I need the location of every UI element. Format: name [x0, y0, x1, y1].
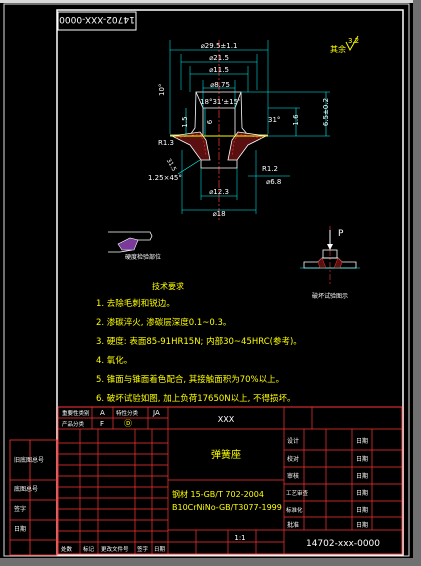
- part-name: 弹簧座: [211, 448, 241, 461]
- detail-outline: [108, 231, 153, 253]
- drawing-number: 14702-xxx-0000: [306, 539, 380, 549]
- row2-label-product: 产品分类: [62, 420, 85, 428]
- tech-item-2: 2. 渗碳淬火, 渗碳层深度0.1~0.3。: [96, 317, 231, 328]
- dim-outer-diameter: ⌀29.5±1.1: [201, 42, 238, 50]
- bottom-scrollbar[interactable]: [0, 558, 421, 566]
- bottom-label-change-doc: 更改文件号: [101, 545, 129, 553]
- company-name: XXX: [218, 415, 235, 424]
- top-number-box: [57, 11, 137, 31]
- left-margin-table: 旧底图总号 底图总号 签字 日期: [9, 439, 58, 556]
- left-label-date: 日期: [14, 525, 26, 533]
- tech-item-4: 4. 氧化。: [96, 355, 132, 366]
- dimension-lines: [170, 49, 327, 211]
- tech-item-5: 5. 锥面与锥面着色配合, 其接触面积为70%以上。: [96, 374, 284, 385]
- dim-radius-left: R1.3: [158, 139, 174, 147]
- right-label-standard: 标准化: [286, 506, 303, 514]
- section-right-body: [227, 131, 268, 161]
- dim-height-total: 6.5±0.2: [322, 98, 330, 126]
- dim-hole-diameter: ⌀8.75: [210, 81, 230, 89]
- dim-cone-angle: 18°31'±15': [200, 98, 240, 106]
- left-label-base: 底图总号: [14, 485, 38, 493]
- roughness-value: 3.2: [348, 37, 359, 45]
- right-label-design: 设计: [287, 437, 299, 445]
- dim-height-left: 1.5: [181, 116, 189, 127]
- sheet-inner-border: [56, 9, 404, 556]
- extension-lines: [169, 40, 330, 214]
- date-label-4: 日期: [356, 489, 368, 497]
- force-arrow-icon: [327, 244, 333, 250]
- row1-value-characteristic: JA: [152, 409, 160, 417]
- right-scrollbar[interactable]: [413, 0, 421, 566]
- dim-flange-diameter: ⌀21.5: [209, 54, 229, 62]
- roughness-icon: [345, 35, 359, 52]
- dim-bore-diameter: ⌀11.5: [209, 66, 229, 74]
- tech-item-3: 3. 硬度: 表面85-91HR15N; 内部30~45HRC(参考)。: [96, 336, 302, 347]
- left-label-old-base: 旧底图总号: [14, 456, 44, 464]
- dim-base-diameter: ⌀18: [212, 210, 225, 218]
- right-label-approve: 批准: [287, 521, 299, 529]
- sheet-outer-border: [3, 3, 410, 557]
- scale-value: 1:1: [234, 534, 245, 542]
- date-label-6: 日期: [356, 521, 368, 529]
- test-view-label: 破坏试验图示: [312, 292, 348, 300]
- date-label-5: 日期: [356, 506, 368, 514]
- section-left-body: [170, 131, 211, 161]
- left-label-sign: 签字: [14, 505, 26, 513]
- tech-item-6: 6. 破坏试验如图, 加上负荷17650N以上, 不得损坏。: [96, 393, 296, 404]
- main-section-view: ⌀29.5±1.1 ⌀21.5 ⌀11.5 ⌀8.75 18°31'±15' 1…: [148, 40, 330, 222]
- row2-value-product: F: [100, 420, 104, 428]
- date-label-2: 日期: [356, 455, 368, 463]
- tech-title: 技术要求: [152, 281, 184, 291]
- top-edge: [0, 0, 421, 3]
- title-block-frame: [57, 406, 403, 555]
- detail-hatch: [117, 237, 139, 251]
- row1-label-characteristic: 特性分类: [116, 409, 139, 417]
- row1-label-importance: 重要性类别: [62, 409, 90, 417]
- dim-angle-31: 31°: [268, 116, 280, 124]
- date-label-3: 日期: [356, 472, 368, 480]
- material-line-2: B10CrNiNo-GB/T3077-1999: [172, 503, 282, 512]
- bottom-label-date: 日期: [154, 546, 166, 553]
- tech-item-1: 1. 去除毛刺和锐边。: [96, 298, 175, 309]
- bottom-label-count: 处数: [61, 545, 73, 553]
- left-table-frame: [9, 439, 58, 556]
- title-block: 重要性类别 A 特性分类 JA 产品分类 F Ⓓ XXX 弹簧座 钢材 15-G…: [57, 406, 403, 555]
- dim-bottom-diameter: ⌀12.3: [209, 188, 229, 196]
- bottom-label-sign: 签字: [137, 545, 149, 553]
- technical-requirements: 技术要求 1. 去除毛刺和锐边。 2. 渗碳淬火, 渗碳层深度0.1~0.3。 …: [96, 281, 302, 404]
- lower-outline: [200, 160, 238, 169]
- detail-view-label: 硬度检验部位: [125, 253, 161, 261]
- force-label: P: [338, 229, 344, 239]
- hardness-detail-view: 硬度检验部位: [108, 231, 161, 261]
- cone-outline: [195, 91, 242, 109]
- dim-radius-right: R1.2: [262, 165, 278, 173]
- right-label-process: 工艺审查: [286, 489, 309, 497]
- dim-chamfer: 1.25×45°: [148, 174, 182, 182]
- dim-inner-diameter: ⌀6.8: [266, 178, 281, 186]
- right-label-check: 校对: [287, 455, 299, 463]
- top-drawing-number: 14702-XXX-0000: [59, 14, 135, 24]
- dim-height-right: 1.6: [292, 114, 300, 126]
- bottom-label-mark: 标记: [83, 545, 95, 553]
- row1-value-importance: A: [100, 409, 105, 417]
- roughness-label: 其余: [330, 44, 346, 54]
- test-view: P 破坏试验图示: [300, 226, 360, 300]
- right-label-review: 审核: [287, 472, 299, 480]
- dim-height-center: 6: [206, 119, 214, 124]
- row2-value-symbol: Ⓓ: [124, 419, 132, 428]
- dim-left-angle: 10°: [158, 84, 166, 96]
- material-line-1: 钢材 15-GB/T 702-2004: [172, 489, 264, 499]
- date-label-1: 日期: [356, 437, 368, 445]
